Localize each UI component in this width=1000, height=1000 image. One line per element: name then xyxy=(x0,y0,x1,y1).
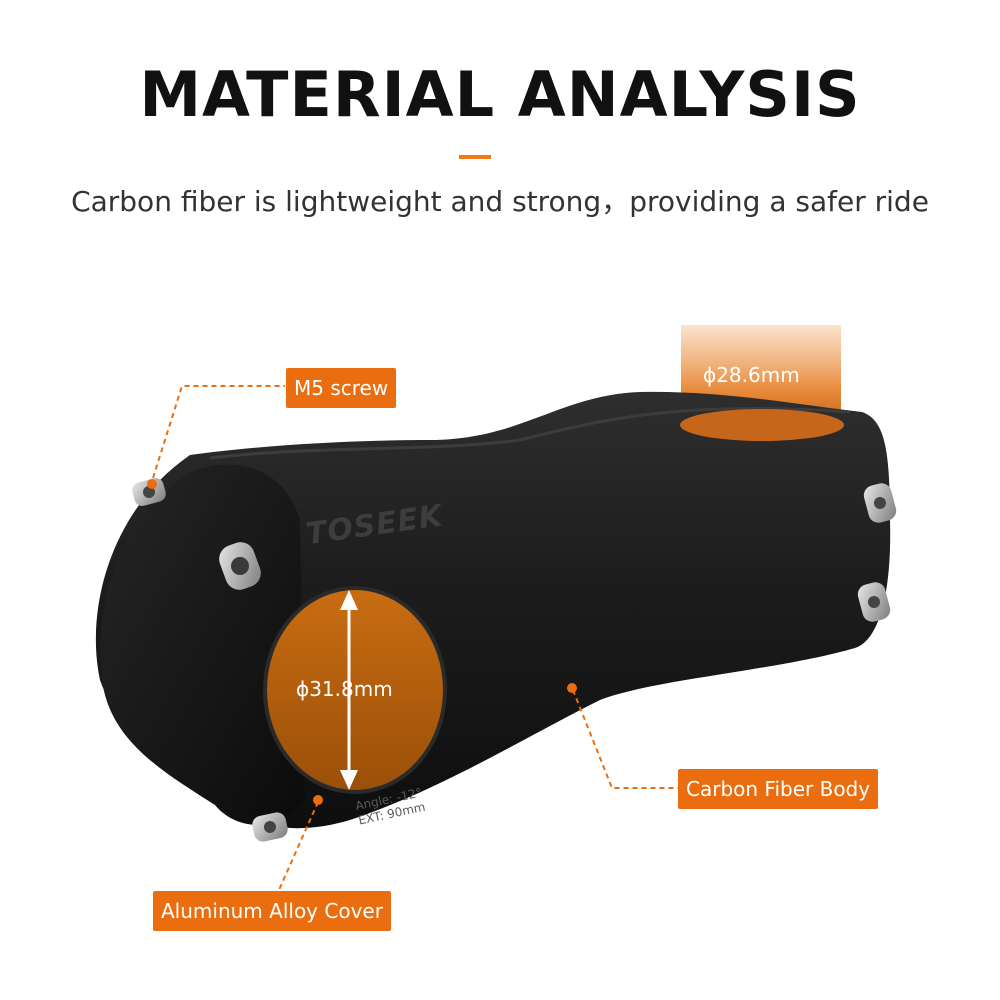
page-subtitle: Carbon fiber is lightweight and strong，p… xyxy=(71,185,929,218)
m5-screw-leader xyxy=(152,385,285,479)
carbon-body-label: Carbon Fiber Body xyxy=(678,769,879,809)
dimension-arrow-down xyxy=(340,770,358,790)
steerer-bore-top xyxy=(680,409,844,441)
m5-screw-dot xyxy=(147,479,157,489)
dimension-arrow-up xyxy=(340,590,358,610)
title-accent-bar xyxy=(459,155,491,159)
bolt-right-lower xyxy=(857,582,891,622)
clamp-diameter-label: ϕ31.8mm xyxy=(296,677,393,701)
carbon-body-dot xyxy=(567,683,577,693)
stem-top-highlight xyxy=(209,406,851,460)
page-title: MATERIAL ANALYSIS xyxy=(139,58,861,131)
m5-screw-label: M5 screw xyxy=(286,368,397,408)
alloy-cover-dot xyxy=(313,795,323,805)
handlebar-bore xyxy=(265,588,445,792)
alloy-cover-label: Aluminum Alloy Cover xyxy=(153,891,391,931)
bolt-upper-faceplate xyxy=(219,542,261,590)
bolt-right-upper xyxy=(863,483,897,523)
bolt-lower-left xyxy=(252,812,288,842)
steerer-diameter-label: ϕ28.6mm xyxy=(703,363,800,387)
handlebar-bore-rim xyxy=(263,586,447,794)
